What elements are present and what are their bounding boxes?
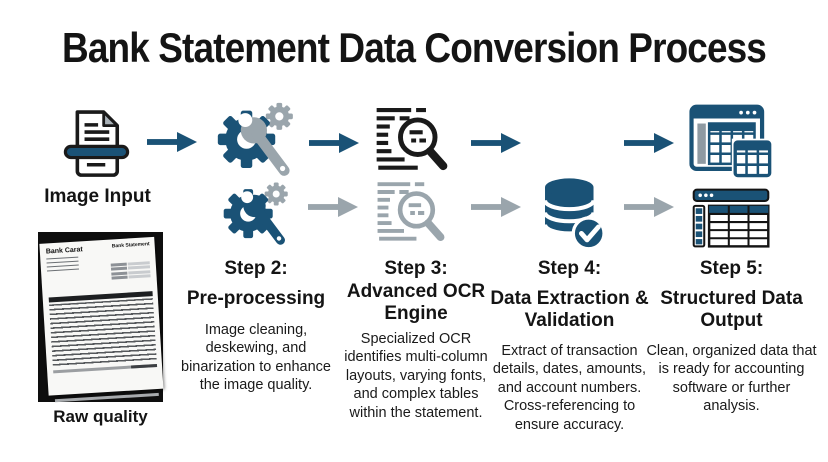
- raw-statement-photo: Bank Carat Bank Statement: [38, 232, 164, 403]
- step-5-column: Step 5: Structured Data Output Clean, or…: [645, 258, 818, 416]
- flow-arrow-ocr-to-extraction-icon: [471, 132, 521, 154]
- step-2-description: Image cleaning, deskewing, and binarizat…: [181, 321, 331, 394]
- step-5-description: Clean, organized data that is ready for …: [646, 342, 817, 415]
- statement-table-rows: [49, 297, 157, 368]
- scanner-document-icon: [63, 104, 130, 184]
- structured-output-window-icon: [689, 102, 773, 182]
- statement-paper: Bank Carat Bank Statement: [39, 236, 164, 403]
- step-2-column: Step 2: Pre-processing Image cleaning, d…: [180, 258, 332, 395]
- flow-arrow-gray-3-icon: [624, 196, 674, 218]
- raw-quality-caption: Raw quality: [53, 407, 148, 426]
- flow-arrow-gears-to-ocr-icon: [309, 132, 359, 154]
- preprocessing-gears-wrench-gray-icon: [217, 180, 299, 250]
- step-4-label: Step 4:: [537, 258, 602, 279]
- structured-output-table-icon: [689, 188, 773, 248]
- statement-doc-title: Bank Statement: [111, 241, 150, 250]
- step-3-column: Step 3: Advanced OCR Engine Specialized …: [340, 258, 492, 423]
- page-title: Bank Statement Data Conversion Process: [62, 24, 767, 71]
- ocr-text-magnifier-icon: [375, 104, 449, 177]
- preprocessing-gears-wrench-icon: [216, 100, 300, 182]
- statement-info-box: [110, 259, 152, 280]
- step-3-label: Step 3:: [384, 258, 448, 279]
- step-4-description: Extract of transaction details, dates, a…: [492, 342, 647, 433]
- flow-arrow-input-to-gears-icon: [147, 131, 197, 153]
- flow-arrow-extraction-to-output-icon: [624, 132, 674, 154]
- ocr-text-magnifier-gray-icon: [376, 180, 446, 246]
- image-input-label: Image Input: [44, 186, 151, 207]
- step-5-title: Structured Data Output: [660, 288, 803, 331]
- flow-arrow-gray-1-icon: [308, 196, 358, 218]
- step-2-title: Pre-processing: [186, 288, 326, 310]
- statement-footer-line: [54, 392, 159, 403]
- statement-bank-name: Bank Carat: [45, 246, 83, 256]
- step-3-title: Advanced OCR Engine: [346, 281, 486, 324]
- step-2-label: Step 2:: [224, 258, 288, 279]
- step-5-label: Step 5:: [699, 258, 764, 279]
- flow-arrow-gray-2-icon: [471, 196, 521, 218]
- step-3-description: Specialized OCR identifies multi-column …: [344, 330, 488, 421]
- step-4-column: Step 4: Data Extraction & Validation Ext…: [486, 258, 653, 435]
- database-check-icon: [537, 176, 608, 252]
- step-4-title: Data Extraction & Validation: [490, 288, 649, 331]
